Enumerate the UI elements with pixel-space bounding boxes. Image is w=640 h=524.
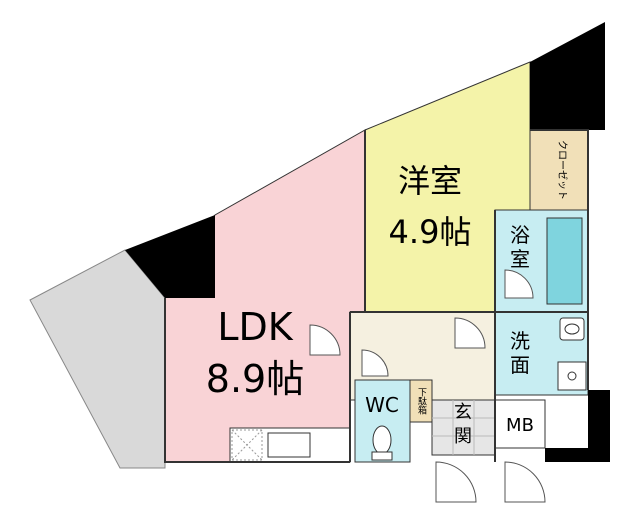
bath-label-2: 室 (510, 247, 530, 271)
sink-basin-icon (267, 432, 311, 458)
mb-label: MB (506, 415, 534, 436)
toilet-tank-icon (371, 451, 393, 461)
sink-bowl-icon (564, 323, 580, 335)
walls (164, 129, 589, 463)
bathtub (546, 217, 583, 305)
western-room-name: 洋室 (398, 162, 462, 200)
entrance-label-1: 玄 (454, 402, 472, 423)
washroom-label-2: 面 (510, 353, 530, 377)
column-wall-strip (545, 448, 588, 462)
shoebox-label: 下駄箱 (416, 388, 427, 416)
entrance-label-2: 関 (454, 426, 472, 447)
washing-machine-icon (557, 361, 587, 391)
closet (529, 129, 589, 211)
column-bottom-right (588, 390, 610, 462)
stove-icon (231, 429, 263, 461)
washroom-label-1: 洗 (510, 329, 530, 353)
entrance-tile-grid (432, 400, 495, 455)
doors (309, 269, 546, 503)
wc-label: WC (365, 393, 399, 417)
balcony (29, 249, 166, 469)
western-room-size: 4.9帖 (389, 213, 472, 251)
ldk-room-size: 8.9帖 (206, 357, 304, 401)
entrance (431, 399, 496, 456)
bath-label-1: 浴 (510, 223, 530, 247)
ldk-room-name: LDK (217, 305, 293, 349)
closet-label: クローゼット (556, 140, 568, 200)
column-top-right (530, 22, 605, 130)
toilet-icon (372, 425, 392, 455)
column-left (125, 215, 215, 298)
drain-icon (567, 371, 577, 381)
mb-box (494, 399, 546, 449)
